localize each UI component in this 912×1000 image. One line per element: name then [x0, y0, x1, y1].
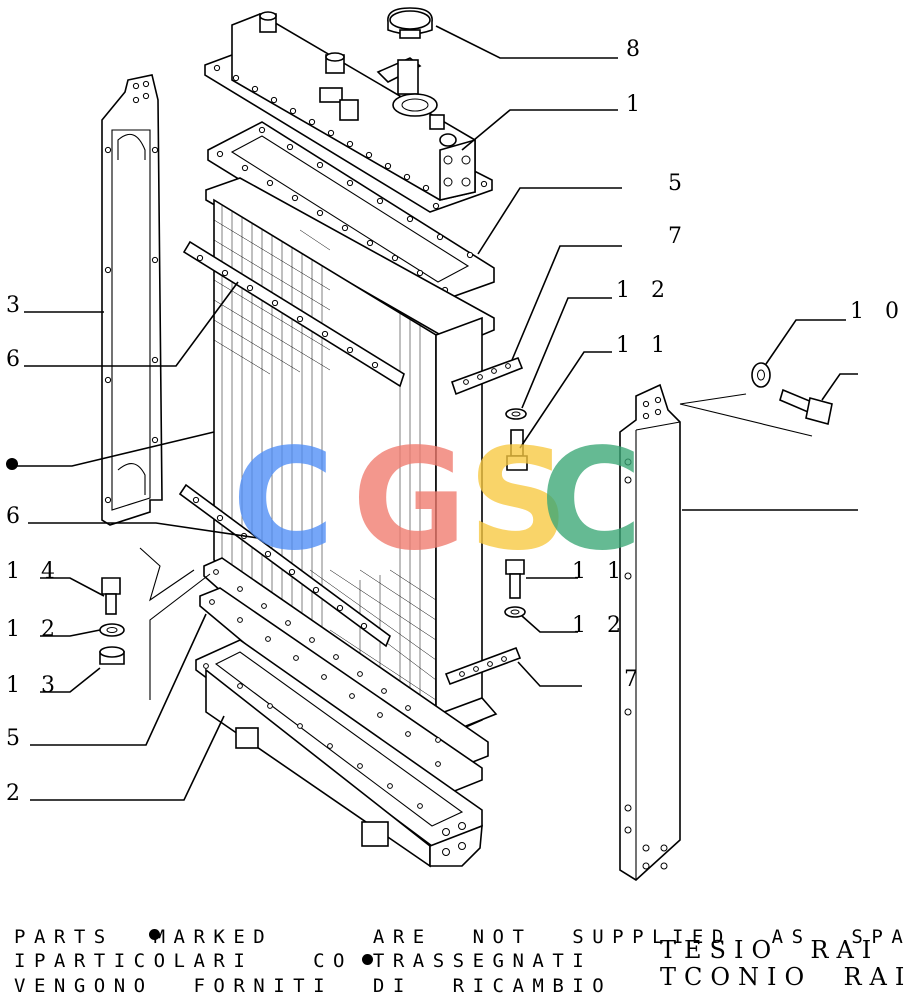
- callout-6-bottom: 6: [6, 504, 27, 529]
- callout-3: 3: [6, 293, 27, 318]
- callout-5-top: 5: [668, 171, 689, 196]
- callout-7-top: 7: [668, 224, 689, 249]
- left-fasteners: [99, 577, 125, 665]
- callout-14: 1 4: [6, 559, 62, 584]
- lower-gasket-part: [199, 557, 489, 801]
- callout-11-top: 1 1: [616, 333, 672, 358]
- watermark-letter-2: G: [352, 419, 467, 582]
- right-bolt-and-washer: [751, 362, 833, 425]
- upper-gasket-part: [207, 121, 495, 303]
- exploded-parts-diagram: 8 1 5 7 1 2 1 1 1 0 3 6 6 1 4 1 2 1 3 1 …: [6, 7, 899, 881]
- filler-cap-part: [387, 7, 433, 39]
- callout-2: 2: [6, 781, 27, 806]
- callout-6-top: 6: [6, 347, 27, 372]
- top-tank-part: [204, 11, 493, 213]
- watermark-letter-3: S: [468, 419, 569, 582]
- callout-labels: 8 1 5 7 1 2 1 1 1 0 3 6 6 1 4 1 2 1 3 1 …: [6, 37, 906, 806]
- marker-dot: [6, 458, 18, 470]
- callout-12-mid: 1 2: [572, 613, 628, 638]
- lower-bar-part: [178, 483, 391, 648]
- callout-7-bottom: 7: [624, 667, 645, 692]
- note-line-2: IPARTICOLARI CO TRASSEGNATI: [14, 950, 593, 972]
- left-side-plate-part: [101, 74, 163, 526]
- watermark-letter-4: C: [540, 419, 643, 582]
- watermark-logo: C G S C: [232, 419, 643, 582]
- side-note-1: TESIO RAI: [660, 936, 880, 964]
- middle-fasteners: [504, 408, 528, 618]
- note-line-1: PARTS MARKED ARE NOT SUPPLIED AS SPA: [14, 926, 912, 948]
- upper-bracket-part: [450, 356, 524, 396]
- upper-bar-part: [182, 240, 405, 388]
- callout-10: 1 0: [850, 299, 906, 324]
- callout-12-left: 1 2: [6, 617, 62, 642]
- callout-13: 1 3: [6, 673, 62, 698]
- callout-5-bottom: 5: [6, 726, 27, 751]
- note-marker-dot-1: [149, 929, 160, 940]
- callout-12-top: 1 2: [616, 278, 672, 303]
- side-note-2: TCONIO RAI: [660, 963, 912, 991]
- bottom-tank-part: [195, 639, 483, 868]
- leader-lines: [12, 25, 858, 801]
- watermark-letter-1: C: [232, 419, 335, 582]
- right-side-plate-part: [619, 383, 681, 881]
- callout-11-mid: 1 1: [572, 559, 628, 584]
- callout-1: 1: [626, 92, 647, 117]
- lower-bracket-part: [444, 646, 522, 686]
- note-line-3: VENGONO FORNITI DI RICAMBIO: [14, 975, 613, 997]
- note-marker-dot-2: [362, 954, 373, 965]
- callout-8: 8: [626, 37, 647, 62]
